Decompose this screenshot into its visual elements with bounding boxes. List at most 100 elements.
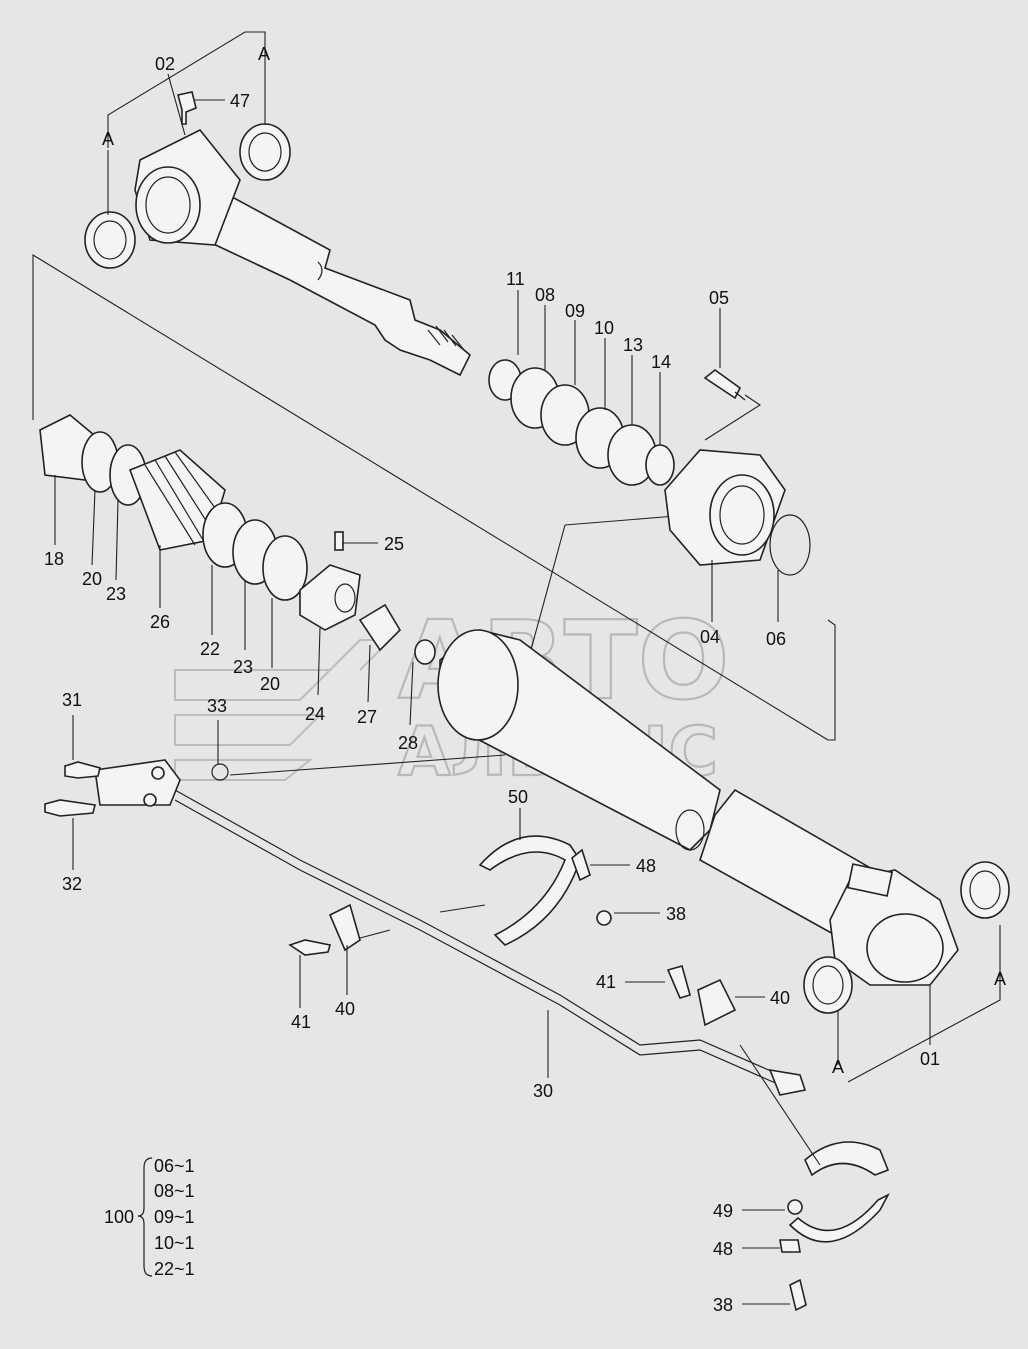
callout-14: 14	[651, 352, 671, 372]
o-ring-33	[211, 763, 229, 781]
bushing-left-top	[84, 211, 136, 269]
pipe-assembly	[44, 759, 807, 1096]
leader-50b	[439, 904, 486, 913]
callout-40-left: 40	[335, 999, 355, 1019]
kit-item-4: 10~1	[154, 1233, 195, 1253]
callout-09: 09	[565, 301, 585, 321]
cylinder-tube	[437, 629, 1010, 1014]
nut-49	[787, 1199, 803, 1215]
callout-49: 49	[713, 1201, 733, 1221]
leader-A-top	[107, 31, 266, 148]
rod-break-mark	[317, 261, 323, 281]
callout-31: 31	[62, 690, 82, 710]
setscrew-25	[334, 531, 344, 551]
cylinder-head-bore-inner	[719, 485, 765, 545]
kit-item-3: 09~1	[154, 1207, 195, 1227]
callout-04: 04	[700, 627, 720, 647]
callout-01: 01	[920, 1049, 940, 1069]
bushing-lower-right-inner	[969, 870, 1001, 910]
tube-front-end	[437, 629, 519, 741]
bushing-lower-right	[960, 861, 1010, 919]
callout-13: 13	[623, 335, 643, 355]
kit-legend: 100 06~1 08~1 09~1 10~1 22~1	[104, 1156, 195, 1279]
tube-eye-boss	[846, 863, 894, 897]
pipe-end-fitting	[768, 1068, 807, 1096]
ring-14	[645, 444, 675, 486]
callout-20-left: 20	[82, 569, 102, 589]
rod-eye-inner	[145, 176, 191, 234]
pipe-30	[174, 789, 781, 1076]
callout-48-lower: 48	[713, 1239, 733, 1259]
piston-rod	[84, 91, 471, 377]
leader-27	[367, 644, 371, 703]
callout-24: 24	[305, 704, 325, 724]
callout-32: 32	[62, 874, 82, 894]
bolt-41-left	[288, 939, 332, 956]
leader-02	[167, 73, 186, 136]
bolt-31	[64, 761, 101, 779]
tube-break-left	[675, 809, 705, 851]
callout-11: 11	[506, 269, 525, 289]
callout-10: 10	[594, 318, 614, 338]
nut-24	[299, 564, 361, 631]
bushing-left-top-inner	[93, 220, 127, 260]
cylinder-head-group	[664, 368, 811, 576]
leader-04	[564, 515, 677, 526]
kit-item-5: 22~1	[154, 1259, 195, 1279]
clamps	[288, 835, 890, 1312]
bolt-41-right	[666, 965, 691, 999]
clamp-50	[478, 835, 581, 946]
callout-38-upper: 38	[666, 904, 686, 924]
callout-38-lower: 38	[713, 1295, 733, 1315]
bushing-right-top-inner	[248, 132, 282, 172]
seal-rings-upper	[488, 359, 675, 486]
callout-26: 26	[150, 612, 170, 632]
leader-33-line	[229, 754, 506, 776]
kit-item-2: 08~1	[154, 1181, 195, 1201]
head-bolt	[703, 368, 742, 400]
kit-brace	[137, 1157, 153, 1277]
o-ring-06	[769, 514, 811, 576]
callout-A-lower-right: A	[994, 969, 1006, 989]
bolt-38-upper	[596, 910, 612, 926]
leader-24	[317, 627, 321, 696]
callout-48-upper: 48	[636, 856, 656, 876]
flange-hole-2	[143, 793, 157, 807]
rod-thread	[427, 325, 465, 351]
packing-26-grooves	[144, 451, 221, 546]
callout-18: 18	[44, 549, 64, 569]
flange-hole-1	[151, 766, 165, 780]
clamp-lower-bottom	[788, 1193, 890, 1243]
tube-eye-bore	[866, 913, 944, 983]
callout-33: 33	[207, 696, 227, 716]
leader-23a	[115, 499, 119, 581]
bolt-38-lower	[789, 1278, 807, 1312]
callout-leaders	[54, 31, 1001, 1305]
plug-28	[414, 639, 436, 665]
callout-23-right: 23	[233, 657, 253, 677]
callout-47: 47	[230, 91, 250, 111]
callout-02: 02	[155, 54, 175, 74]
callout-A-left: A	[102, 129, 114, 149]
reference-line-left	[32, 254, 829, 741]
pipe-flange	[94, 759, 181, 806]
watermark-logo	[174, 639, 393, 781]
leader-pipe-to-clamp	[739, 1044, 821, 1166]
clamp-48-upper	[571, 848, 591, 882]
callout-labels: 02 A A 47 11 08 09 10 13 14 05 04 06 18 …	[44, 44, 1006, 1315]
sleeve-27	[358, 603, 402, 652]
head-bolt-tip	[734, 391, 746, 401]
leader-05-to-head	[704, 394, 762, 441]
pipe-30-edge	[174, 799, 781, 1086]
callout-A-top: A	[258, 44, 270, 64]
callout-50: 50	[508, 787, 528, 807]
clamp-40-right	[697, 978, 737, 1027]
callout-40-right: 40	[770, 988, 790, 1008]
reference-line-right	[827, 619, 836, 741]
clamp-48-lower	[779, 1239, 801, 1253]
leader-20a	[91, 489, 96, 566]
kit-label: 100	[104, 1207, 134, 1227]
rod-shaft	[204, 183, 471, 377]
